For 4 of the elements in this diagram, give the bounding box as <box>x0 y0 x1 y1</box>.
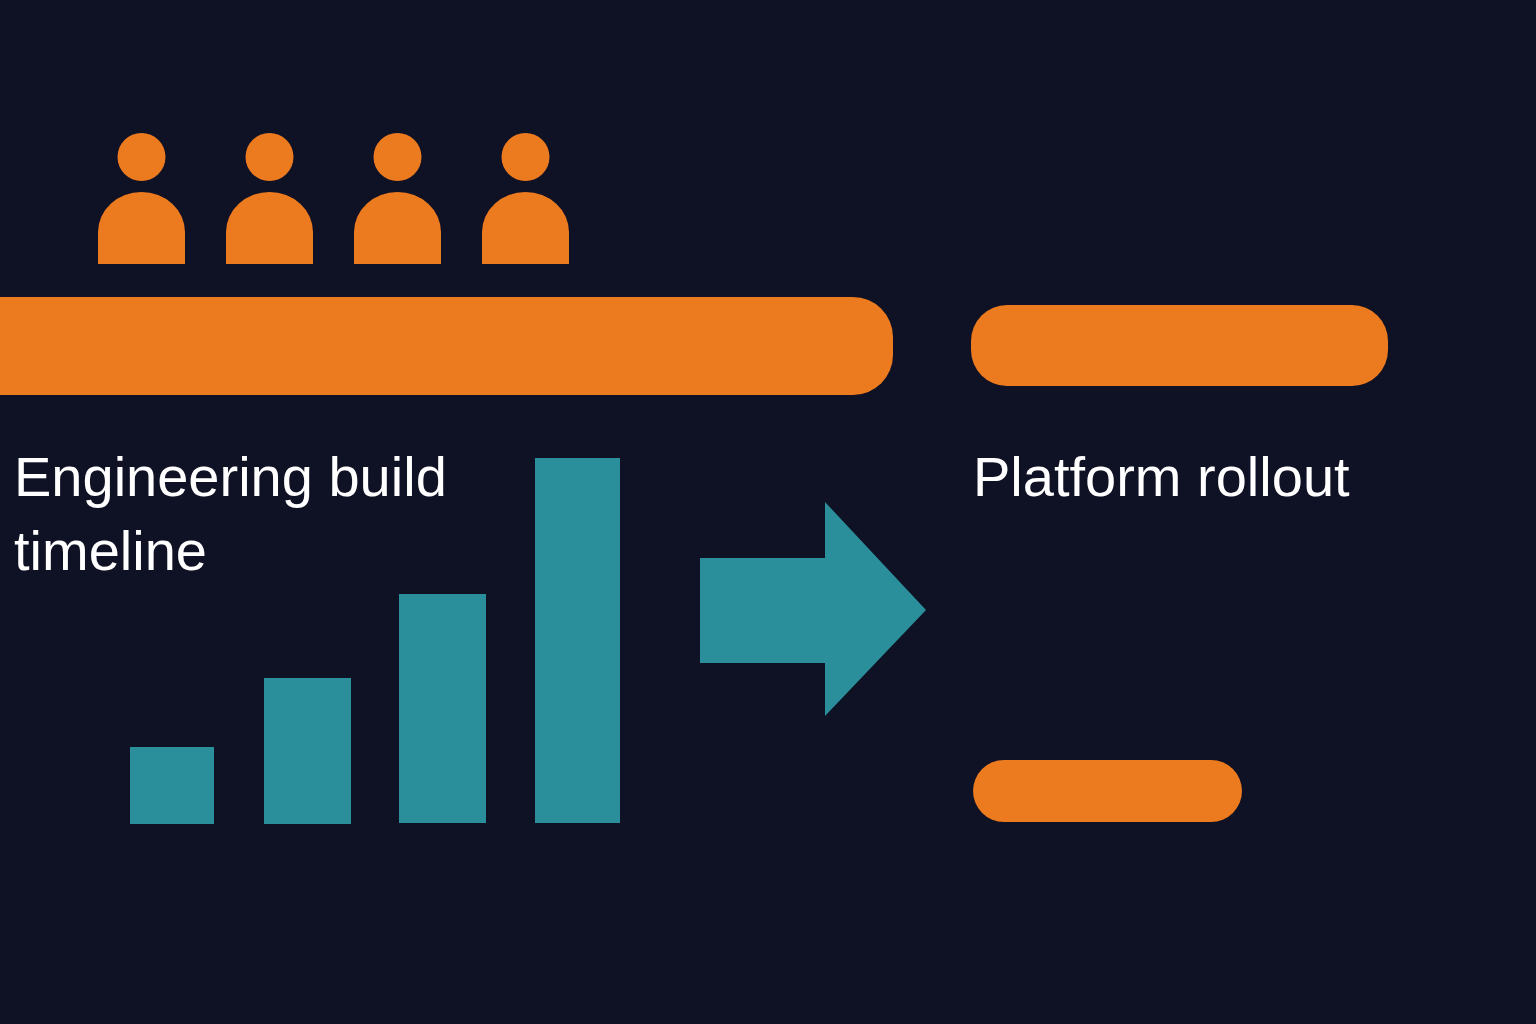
heading-text: Engineering build timeline <box>14 444 448 584</box>
timeline-bar <box>0 297 893 395</box>
timeline-bar <box>971 305 1388 386</box>
heading-text: Platform rollout <box>973 444 1351 510</box>
